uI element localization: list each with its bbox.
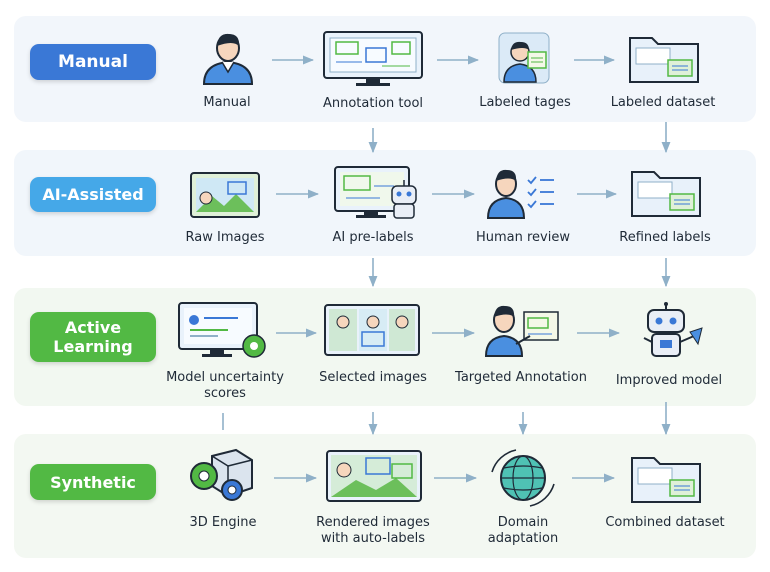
dataset-folder-icon (630, 166, 702, 222)
step-label: Model uncertainty scores (166, 370, 284, 401)
step-label: Labeled tages (479, 95, 571, 110)
monitor-gear-icon (178, 302, 270, 364)
step-label: Combined dataset (605, 515, 725, 530)
step-label: Raw Images (185, 230, 265, 245)
category-synthetic: Synthetic (30, 464, 156, 500)
step-label: Manual (203, 95, 251, 110)
person-pointing-icon (484, 302, 560, 360)
image-grid-icon (324, 304, 420, 360)
image-icon (190, 172, 260, 222)
monitor-robot-icon (334, 166, 420, 226)
step-label: Domain adaptation (487, 515, 559, 546)
category-manual: Manual (30, 44, 156, 80)
step-label: Rendered images with auto-labels (316, 515, 430, 546)
person-with-folder-icon (498, 32, 550, 88)
dataset-folder-icon (628, 32, 700, 88)
step-label: AI pre-labels (332, 230, 414, 245)
3d-engine-icon (188, 448, 254, 508)
person-checklist-icon (486, 166, 556, 222)
step-label: Targeted Annotation (455, 370, 587, 385)
category-ai-assisted: AI-Assisted (30, 177, 156, 212)
robot-icon (638, 302, 704, 364)
step-label: Improved model (615, 373, 723, 388)
step-label: Refined labels (619, 230, 711, 245)
step-label: Human review (475, 230, 570, 245)
step-label: Selected images (319, 370, 427, 385)
category-active-learning: Active Learning (30, 312, 156, 362)
monitor-icon (322, 30, 424, 90)
rendered-image-icon (326, 450, 422, 508)
globe-icon (488, 448, 558, 512)
step-label: Labeled dataset (610, 95, 716, 110)
step-label: 3D Engine (189, 515, 257, 530)
person-icon (200, 30, 256, 88)
step-label: Annotation tool (322, 96, 424, 111)
dataset-folder-icon (630, 452, 702, 508)
